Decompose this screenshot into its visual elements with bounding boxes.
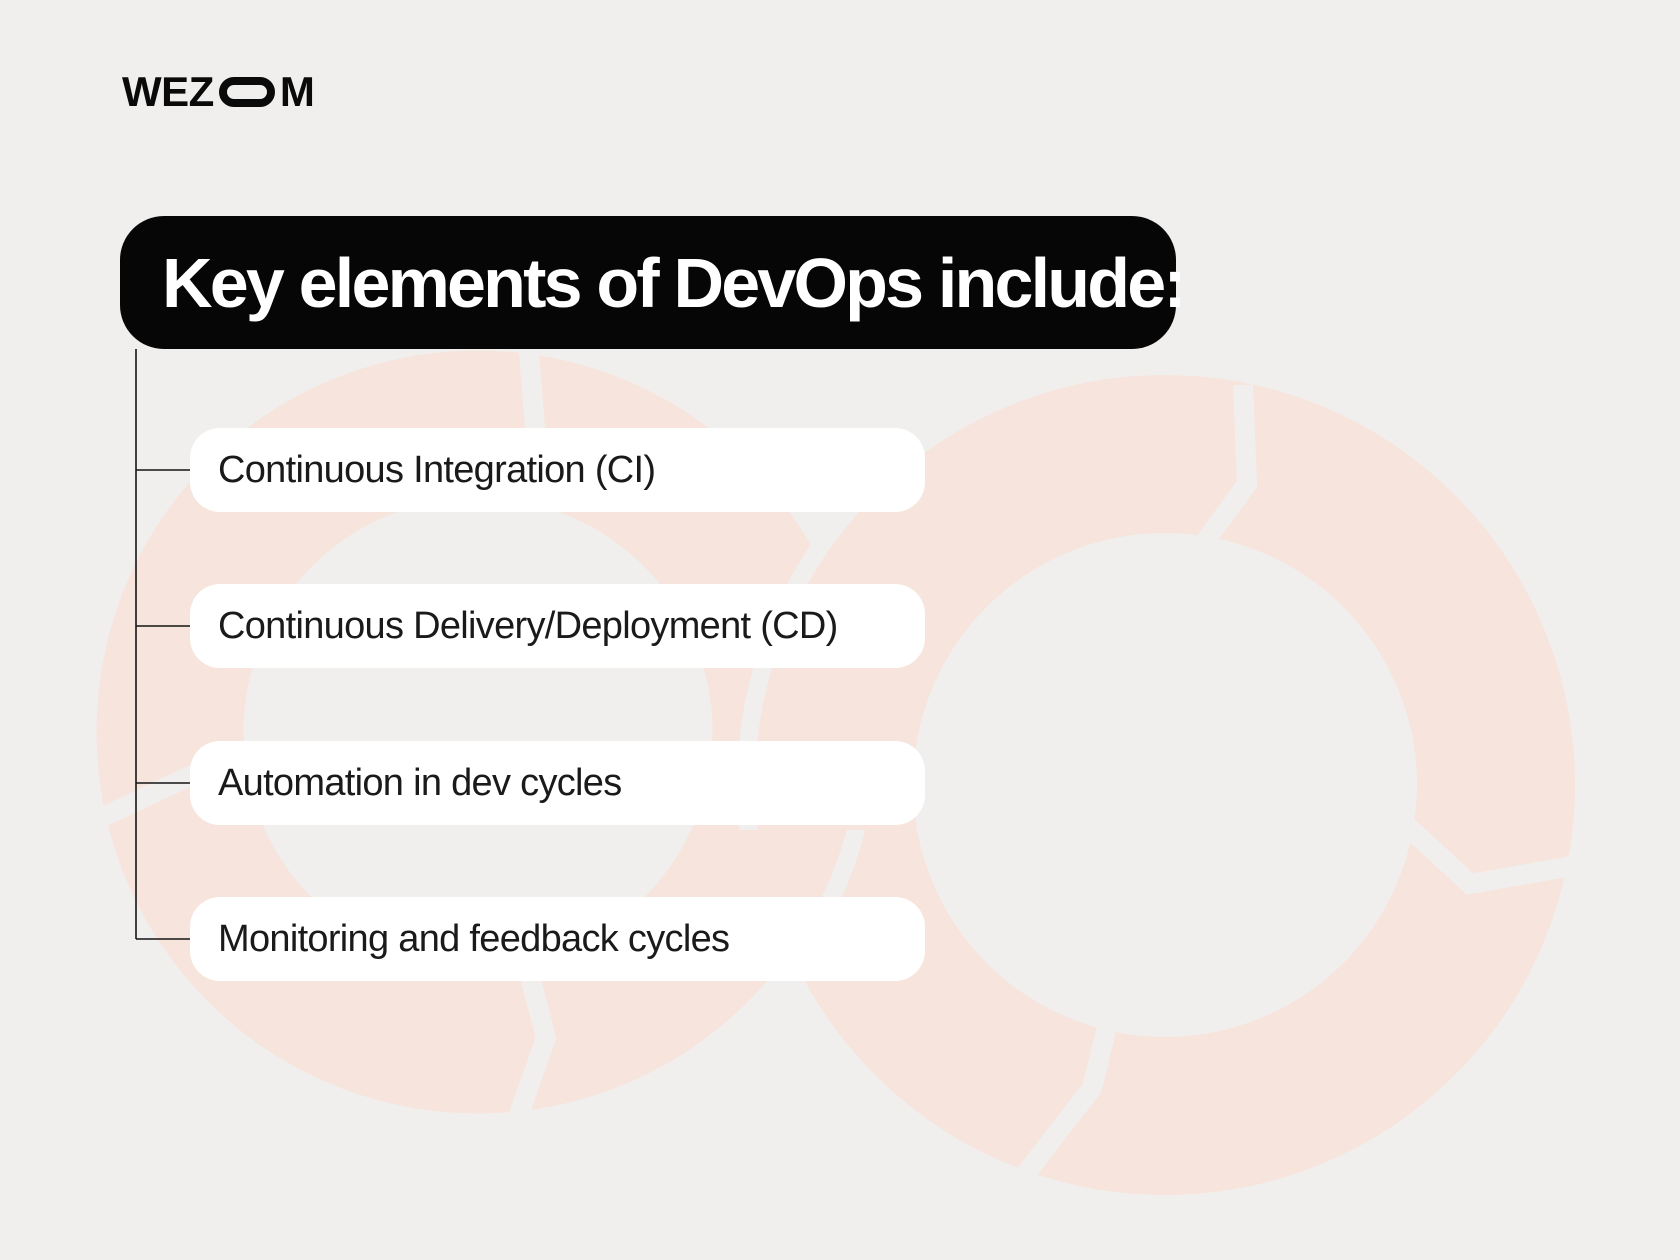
list-item-automation: Automation in dev cycles: [190, 741, 925, 825]
list-item-label: Automation in dev cycles: [218, 761, 622, 804]
list-item-continuous-delivery: Continuous Delivery/Deployment (CD): [190, 584, 925, 668]
header-banner: Key elements of DevOps include:: [120, 216, 1187, 349]
list-item-label: Continuous Integration (CI): [218, 448, 656, 491]
logo-text-m: M: [279, 68, 315, 115]
logo-o-icon: [218, 77, 275, 107]
list-item-label: Continuous Delivery/Deployment (CD): [218, 604, 838, 647]
wezom-logo: WEZ M: [122, 68, 315, 115]
list-item-continuous-integration: Continuous Integration (CI): [190, 428, 925, 512]
list-item-monitoring: Monitoring and feedback cycles: [190, 897, 925, 981]
page-title: Key elements of DevOps include:: [162, 243, 1187, 322]
list-item-label: Monitoring and feedback cycles: [218, 917, 730, 960]
logo-text-wez: WEZ: [122, 68, 214, 115]
